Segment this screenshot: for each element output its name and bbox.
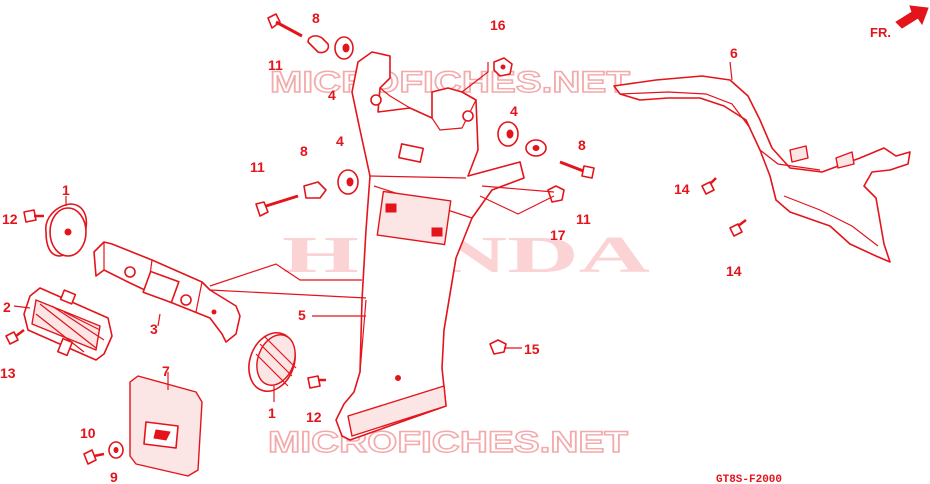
part-license-rubber — [129, 375, 203, 477]
callout-12: 12 — [306, 409, 322, 425]
watermark-bottom: MICROFICHES.NET — [268, 426, 628, 459]
part-rear-fender-bracket — [335, 51, 525, 441]
callout-14: 14 — [726, 263, 742, 279]
leader-lines — [13, 61, 733, 402]
part-rear-inner-fender — [613, 75, 911, 263]
watermark-center: HONDA — [282, 227, 651, 284]
front-direction-arrow: FR. — [870, 5, 929, 40]
callout-8: 8 — [300, 143, 308, 159]
callout-15: 15 — [524, 341, 540, 357]
callout-11: 11 — [250, 159, 265, 175]
callout-2: 2 — [3, 299, 11, 315]
callout-4: 4 — [336, 133, 344, 149]
callout-labels: 1 1 2 3 4 4 4 5 6 7 8 8 8 9 10 11 11 11 … — [0, 10, 742, 484]
callout-3: 3 — [150, 321, 158, 337]
part-reflector-rectangular — [23, 287, 113, 361]
callout-17: 17 — [550, 227, 566, 243]
callout-12: 12 — [2, 211, 18, 227]
callout-1: 1 — [268, 405, 276, 421]
part-reflector-left — [45, 203, 88, 257]
part-reflector-lower — [248, 332, 297, 392]
callout-6: 6 — [730, 45, 738, 61]
callout-1: 1 — [62, 182, 70, 198]
callout-8: 8 — [578, 137, 586, 153]
callout-13: 13 — [0, 365, 16, 381]
front-direction-label: FR. — [870, 25, 891, 40]
diagram-code: GT8S-F2000 — [716, 474, 782, 484]
part-reflector-bracket — [93, 241, 241, 343]
callout-14: 14 — [674, 181, 690, 197]
callout-10: 10 — [80, 425, 96, 441]
callout-11: 11 — [268, 57, 283, 73]
callout-4: 4 — [328, 87, 336, 103]
callout-7: 7 — [162, 363, 170, 379]
callout-9: 9 — [110, 469, 118, 484]
callout-4: 4 — [510, 103, 518, 119]
fasteners — [5, 13, 747, 465]
callout-16: 16 — [490, 17, 506, 33]
callout-8: 8 — [312, 10, 320, 26]
callout-11: 11 — [576, 211, 591, 227]
callout-5: 5 — [298, 307, 306, 323]
